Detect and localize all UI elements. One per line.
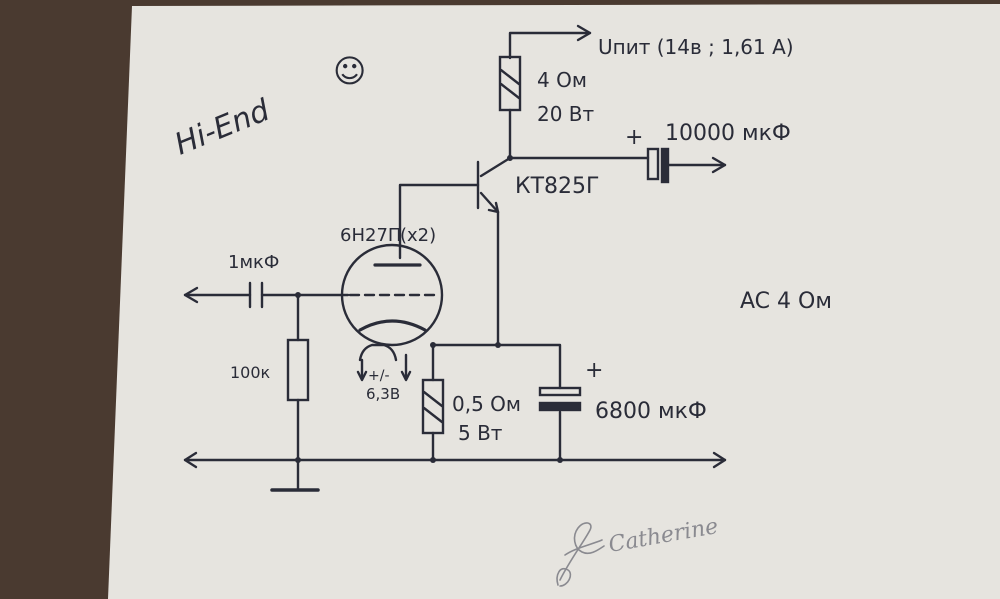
paper-sheet (108, 4, 1000, 599)
cathode-cap-plus: + (585, 358, 603, 383)
junction-dot (295, 457, 301, 463)
input-arrow (183, 286, 199, 304)
heater-sign-label: +/- (368, 368, 390, 384)
tube-cathode (358, 319, 427, 332)
ground-right-arrow (712, 451, 727, 469)
cathode-bus (431, 343, 562, 390)
tube-label: 6Н27П (340, 225, 401, 246)
output-arrow (711, 156, 727, 174)
cathode-cap-label: 6800 мкФ (595, 399, 707, 424)
circuit-wiring (183, 24, 727, 492)
top-resistor-power: 20 Вт (537, 102, 595, 126)
components (248, 55, 670, 435)
junction-dot (430, 457, 436, 463)
transistor-collector (479, 156, 512, 178)
tube-envelope (340, 243, 444, 347)
load-label: AC 4 Ом (740, 289, 832, 314)
grid-resistor-label: 100к (230, 363, 271, 382)
output-cap-plus: + (625, 125, 643, 150)
top-resistor-value: 4 Ом (537, 68, 587, 92)
output-capacitor-plate-b (660, 147, 670, 184)
cathode-resistor-power: 5 Вт (458, 421, 503, 445)
junction-dot (495, 342, 501, 348)
transistor-label: КТ825Г (515, 174, 599, 199)
transistor-emitter (479, 191, 500, 214)
junction-dots (295, 155, 563, 463)
supply-label: Uпит (14в ; 1,61 А) (598, 35, 794, 59)
heater-voltage-label: 6,3В (366, 385, 400, 403)
junction-dot (430, 342, 436, 348)
tube-count-label: (x2) (400, 225, 436, 246)
junction-dot (557, 457, 563, 463)
output-capacitor-plate-a (646, 147, 660, 181)
supply-arrow (576, 24, 592, 42)
supply-wire (508, 31, 592, 59)
grid-resistor (286, 338, 310, 402)
cathode-cap-plate-a (538, 386, 582, 397)
base-wire (398, 183, 480, 260)
cathode-cap-plate-b (538, 401, 582, 412)
junction-dot (507, 155, 513, 161)
ground-left-arrow (183, 451, 198, 469)
junction-dot (295, 292, 301, 298)
smiley-icon: ☺ (333, 52, 366, 90)
cathode-resistor-value: 0,5 Ом (452, 392, 521, 416)
input-cap-label: 1мкФ (228, 252, 279, 273)
output-cap-label: 10000 мкФ (665, 121, 791, 146)
